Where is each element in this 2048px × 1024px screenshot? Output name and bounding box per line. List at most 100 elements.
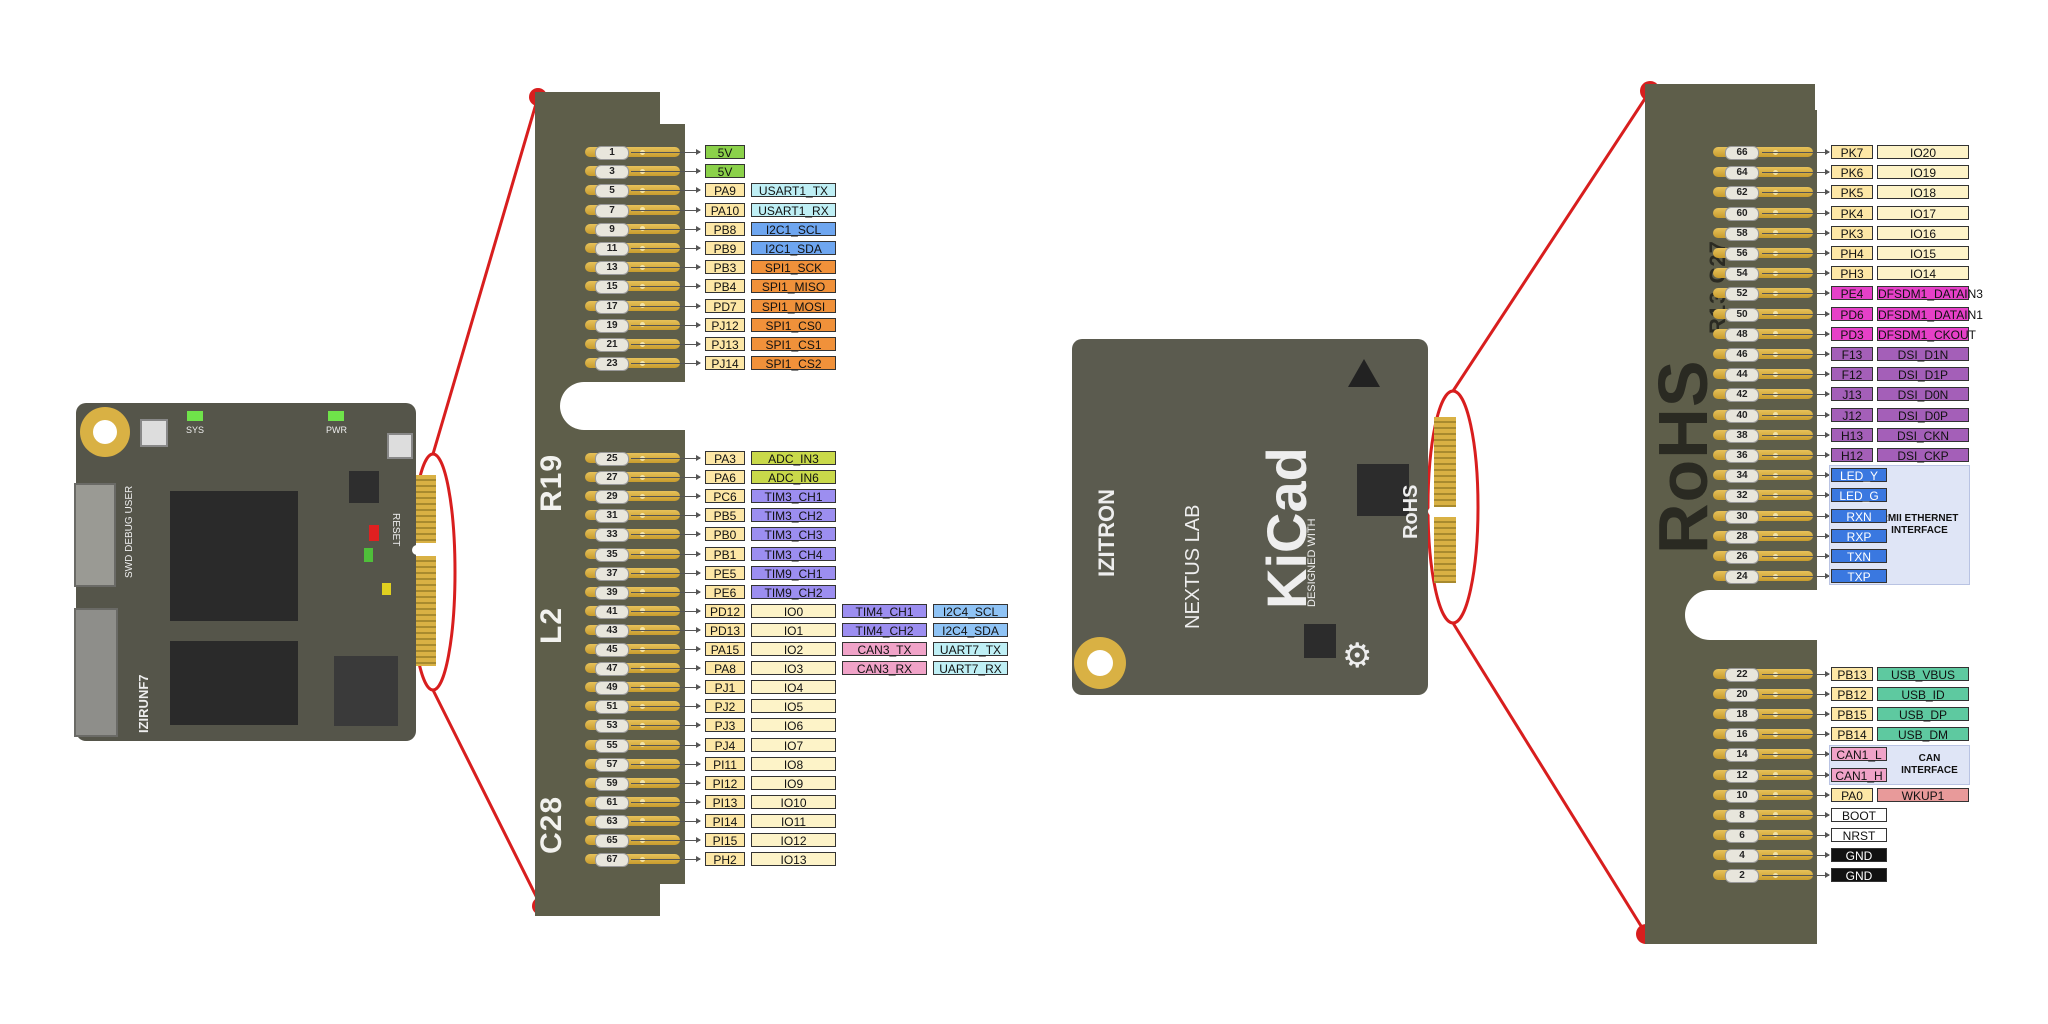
- pin-label: PA6: [705, 470, 745, 485]
- pin-arrow: [631, 455, 701, 461]
- pin-label: PB8: [705, 221, 745, 237]
- edge-fingers-right2: [1434, 517, 1456, 583]
- pin-label: PH2: [705, 852, 745, 867]
- small-chip: [1304, 624, 1336, 658]
- pin-label: BOOT: [1831, 807, 1887, 823]
- mcu-chip: [170, 491, 298, 621]
- pin-label: PJ14: [705, 356, 745, 371]
- pin-arrow: [631, 760, 701, 767]
- pin-label: PH3: [1831, 266, 1873, 281]
- pin-number: 42: [1725, 388, 1759, 403]
- pin-arrow: [1762, 229, 1830, 236]
- sd-card-slot: [74, 608, 118, 737]
- right-callout-bottom-line: [1451, 622, 1648, 935]
- pin-label: DFSDM1_DATAIN3: [1877, 286, 1983, 302]
- pin-label: IO11: [751, 813, 836, 829]
- pin-label: TIM3_CH4: [751, 546, 836, 562]
- gear-icon: ⚙: [1342, 637, 1373, 675]
- pin-label: DSI_D1N: [1877, 347, 1969, 362]
- pin-arrow: [631, 646, 701, 652]
- pin-label: PB14: [1831, 727, 1873, 742]
- pin-label: USART1_TX: [751, 183, 836, 198]
- pin-label: TIM3_CH3: [751, 527, 836, 542]
- pin-arrow: [631, 149, 701, 155]
- pin-number: 3: [595, 165, 629, 180]
- pin-label: GND: [1831, 868, 1887, 883]
- pin-label: PJ13: [705, 337, 745, 352]
- pin-number: 17: [595, 299, 629, 314]
- red-led: [369, 525, 379, 541]
- user-button: [140, 419, 168, 447]
- pin-number: 7: [595, 203, 629, 218]
- reset-label: RESET: [390, 513, 401, 547]
- pin-label: USB_DP: [1877, 707, 1969, 722]
- mounting-hole-icon: [1074, 637, 1126, 689]
- pin-label: TIM9_CH1: [751, 565, 836, 581]
- pin-label: IO5: [751, 699, 836, 714]
- pin-label: PE5: [705, 565, 745, 581]
- pin-label: PI14: [705, 813, 745, 829]
- pin-label: PE4: [1831, 286, 1873, 301]
- pin-number: 22: [1725, 668, 1759, 682]
- pin-number: 53: [595, 719, 629, 734]
- pin-label: PB13: [1831, 667, 1873, 682]
- pin-label: RXP: [1831, 528, 1887, 544]
- pin-label: 5V: [705, 145, 745, 160]
- pin-arrow: [1762, 270, 1830, 277]
- pin-label: IO13: [751, 852, 836, 867]
- pin-number: 52: [1725, 287, 1759, 302]
- pin-number: 51: [595, 700, 629, 715]
- pin-arrow: [631, 360, 701, 367]
- pin-number: 29: [595, 490, 629, 505]
- pin-arrow: [1762, 851, 1830, 858]
- pin-number: 21: [595, 338, 629, 352]
- right-edge-notch: [1428, 507, 1456, 516]
- pin-arrow: [631, 321, 701, 328]
- pin-number: 35: [595, 547, 629, 562]
- pin-arrow: [1762, 149, 1830, 155]
- pin-label: PI15: [705, 833, 745, 848]
- pin-label: PD7: [705, 298, 745, 314]
- pin-label: LED_Y: [1831, 468, 1887, 483]
- pin-arrow: [1762, 771, 1830, 778]
- pin-number: 54: [1725, 267, 1759, 282]
- pin-label: I2C1_SDA: [751, 241, 836, 256]
- silk-c28: C28: [535, 795, 568, 854]
- pin-label: TIM4_CH1: [842, 603, 927, 619]
- pin-label: CAN3_RX: [842, 661, 927, 676]
- pin-label: PK6: [1831, 165, 1873, 180]
- pin-label: RXN: [1831, 508, 1887, 524]
- pin-label: NRST: [1831, 827, 1887, 843]
- pin-label: ADC_IN3: [751, 451, 836, 466]
- pin-label: TXN: [1831, 549, 1887, 564]
- pin-number: 15: [595, 280, 629, 295]
- pin-label: PC6: [705, 489, 745, 504]
- pin-number: 66: [1725, 146, 1759, 160]
- pin-number: 64: [1725, 166, 1759, 181]
- pin-number: 50: [1725, 307, 1759, 322]
- pin-label: WKUP1: [1877, 787, 1969, 803]
- group-can-label: CAN INTERFACE: [1901, 753, 1958, 776]
- pin-label: TXP: [1831, 569, 1887, 584]
- pin-label: IO12: [751, 833, 836, 848]
- pin-label: IO10: [751, 794, 836, 810]
- mounting-hole-icon: [80, 407, 130, 457]
- pin-label: CAN3_TX: [842, 642, 927, 657]
- pin-label: PB0: [705, 527, 745, 542]
- pin-number: 58: [1725, 226, 1759, 241]
- silk-r19: R19: [535, 453, 568, 512]
- pin-number: 5: [595, 184, 629, 199]
- pin-arrow: [1762, 169, 1830, 176]
- pin-label: SPI1_CS1: [751, 337, 836, 352]
- left-edge-notch: [412, 545, 436, 555]
- pin-label: PI12: [705, 775, 745, 791]
- pin-number: 32: [1725, 489, 1759, 504]
- pin-label: I2C4_SDA: [933, 622, 1008, 638]
- pin-label: PA0: [1831, 787, 1873, 803]
- pin-label: DFSDM1_DATAIN1: [1877, 306, 1983, 322]
- pin-label: DSI_CKN: [1877, 427, 1969, 443]
- pin-label: IO9: [751, 775, 836, 791]
- pin-label: SPI1_MISO: [751, 279, 836, 294]
- pin-number: 2: [1725, 869, 1759, 883]
- pin-arrow: [631, 225, 701, 232]
